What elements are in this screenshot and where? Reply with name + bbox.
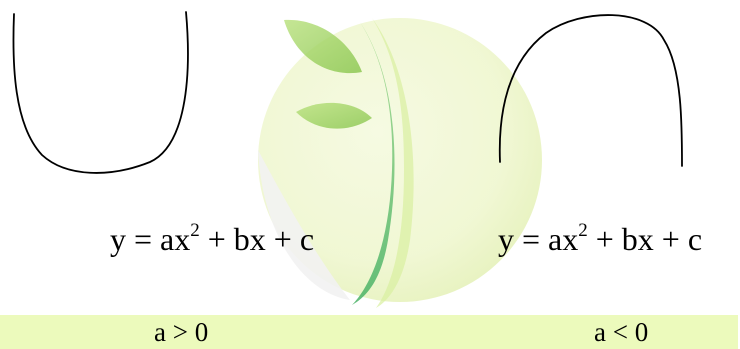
left-formula-exponent: 2 — [190, 220, 200, 241]
right-formula-suffix: + bx + c — [588, 221, 702, 257]
right-formula: y = ax2 + bx + c — [498, 219, 702, 259]
left-formula-prefix: y = ax — [110, 221, 190, 257]
left-formula: y = ax2 + bx + c — [110, 219, 314, 259]
left-formula-suffix: + bx + c — [200, 221, 314, 257]
right-formula-prefix: y = ax — [498, 221, 578, 257]
left-condition: a > 0 — [154, 315, 208, 349]
right-condition: a < 0 — [594, 315, 648, 349]
right-formula-exponent: 2 — [578, 220, 588, 241]
